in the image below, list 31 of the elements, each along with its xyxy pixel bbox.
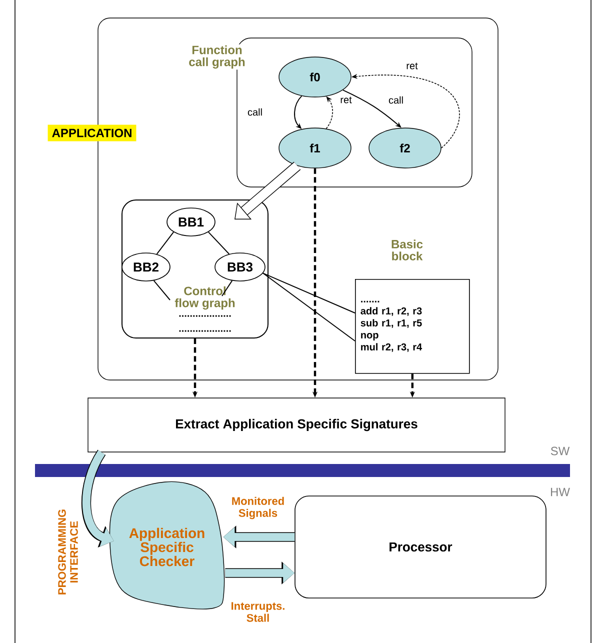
layer-label: SW [550,446,570,456]
arrow [234,162,301,220]
connector-line [153,280,170,300]
dotted-line: ................... [179,315,231,317]
node-label: sub r1, r1, r5 [360,319,422,328]
node-label: add r1, r2, r3 [360,307,422,316]
checker-blob: Application Specific Checker [109,481,225,610]
connector-line [156,232,174,255]
node-label: ....... [361,300,380,302]
connector-line [262,272,356,314]
box-label: Control flow graph [174,286,235,310]
edge-label: Monitored Signals [232,496,284,520]
edge-label: ret [339,96,353,104]
process-box: Extract Application Specific Signatures [88,398,506,452]
node-label: mul r2, r3, r4 [361,343,422,352]
connector-line [208,232,230,254]
processor-box: Processor [294,496,546,598]
code-box: ....... add r1, r2, r3 sub r1, r1, r5 nop mul r2, r3, r4 [355,279,470,374]
heading-label: Basic block [392,240,423,260]
dotted-line: ................... [179,330,231,332]
connector-line [262,272,356,342]
edge-label: ret [405,62,419,70]
application-label: APPLICATION [48,124,136,142]
edge-label: call [246,107,264,117]
heading-label: Function call graph [180,44,254,70]
connector-line [222,280,233,296]
edge-label: call [388,95,404,105]
edge-label: PROGRAMMING INTERFACE [58,510,78,594]
layer-label: HW [551,488,570,496]
edge-label: Interrupts. Stall [232,602,284,622]
node-label: nop [361,332,378,340]
